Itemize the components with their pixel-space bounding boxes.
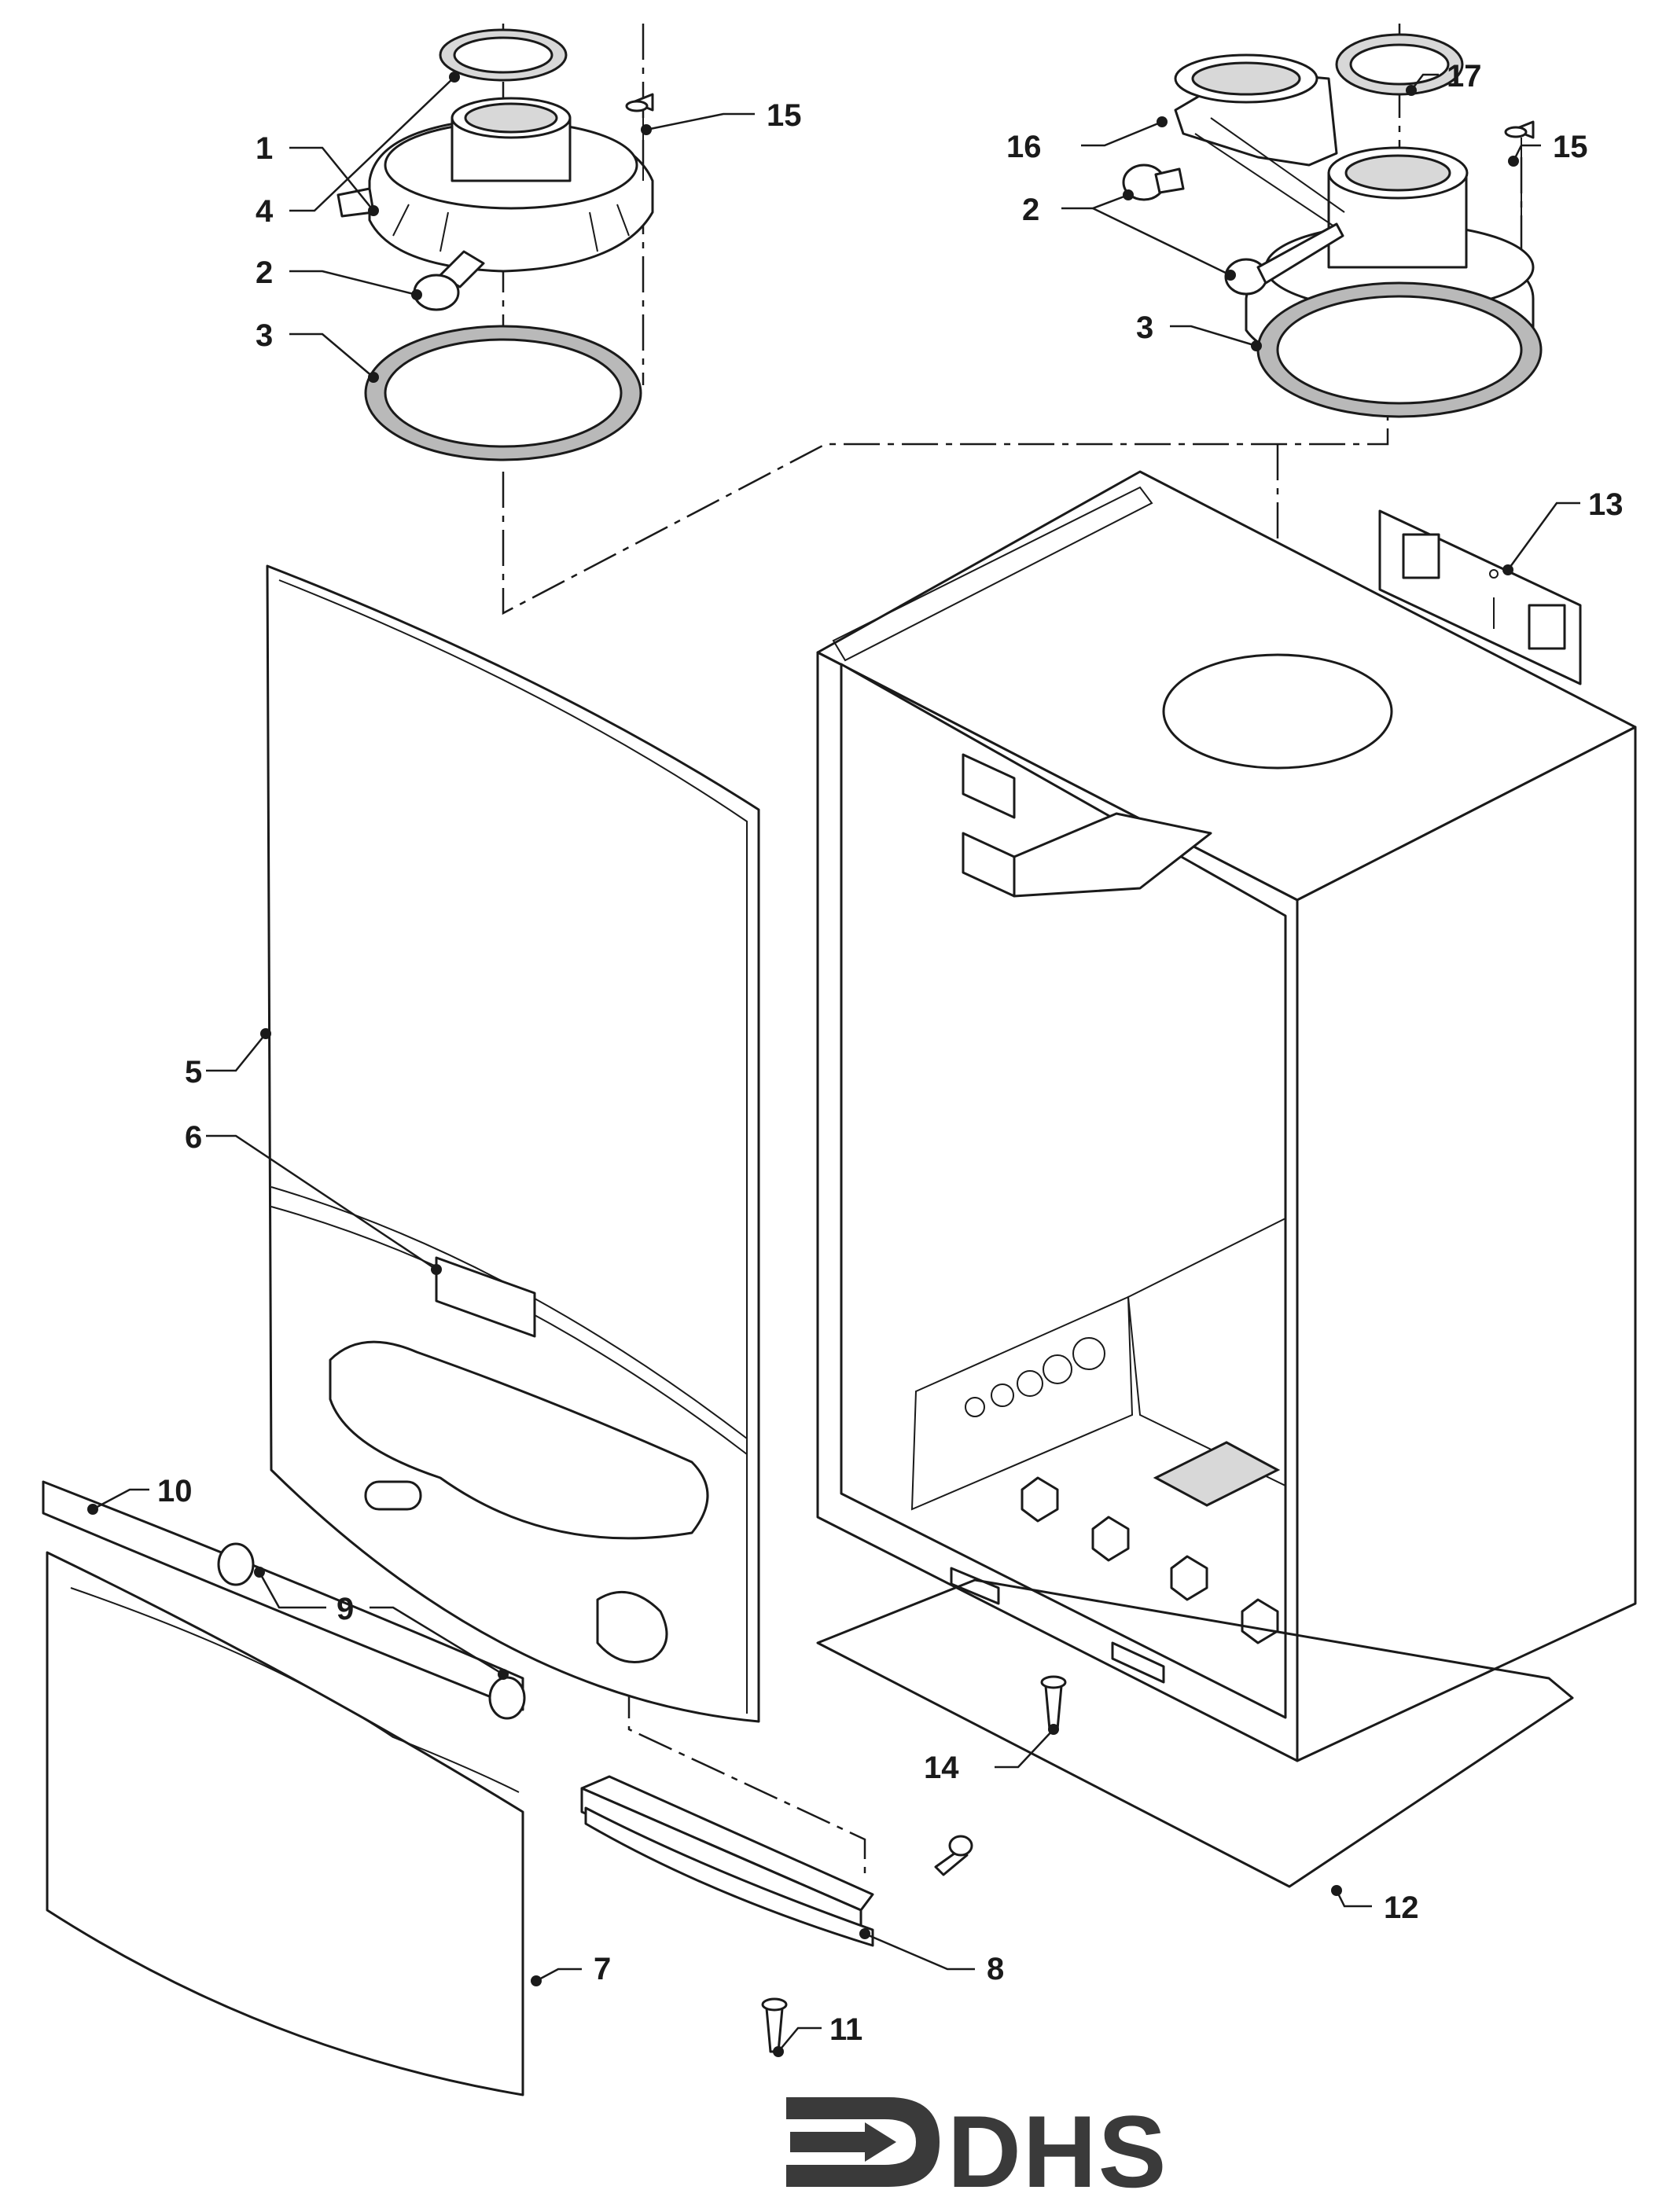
logo-arrow-mark [786,2097,940,2187]
twin-flue-adaptor-right [1122,33,1543,418]
label-17: 17 [1447,59,1482,94]
boiler-casing [816,470,1637,1762]
trim-strip [42,1480,524,1711]
label-15-left: 15 [767,98,802,133]
label-2-left: 2 [256,255,273,290]
label-4: 4 [256,194,274,229]
screws [625,100,1528,2053]
logo-text: DHS [947,2094,1168,2209]
buffers [217,1542,526,1720]
label-3-left: 3 [256,318,273,353]
lower-door [46,1551,524,2096]
label-15-right: 15 [1553,130,1588,164]
label-14: 14 [924,1751,959,1785]
label-6: 6 [185,1120,202,1155]
label-13: 13 [1588,487,1624,522]
wall-mounting-bracket [1378,509,1582,685]
label-11: 11 [829,2012,862,2047]
label-9: 9 [337,1592,354,1626]
front-panel [266,564,760,1723]
handle [580,1775,874,1947]
label-8: 8 [987,1952,1004,1986]
label-3-right: 3 [1136,310,1153,345]
label-2-right: 2 [1022,193,1039,227]
part-labels: 1 2 2 3 3 4 5 6 7 8 9 10 11 12 13 14 15 … [157,59,1624,2047]
leader-lines [87,72,1580,2057]
label-12: 12 [1384,1890,1419,1925]
label-16: 16 [1006,130,1042,164]
label-1: 1 [256,131,273,166]
template-sheet [816,1578,1574,1888]
dhs-logo: DHS [786,2094,1168,2209]
flue-adaptor-left [337,28,654,461]
label-5: 5 [185,1055,202,1089]
label-7: 7 [594,1952,611,1986]
label-10: 10 [157,1474,193,1508]
